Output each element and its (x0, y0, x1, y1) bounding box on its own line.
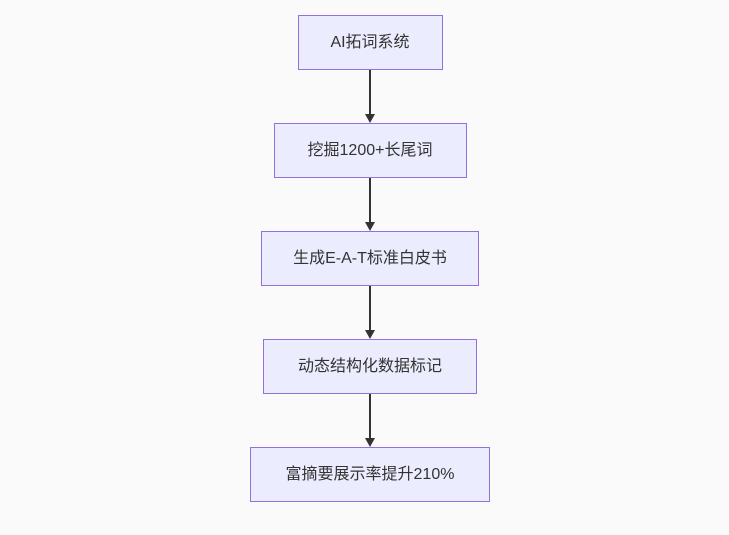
node-label: 生成E-A-T标准白皮书 (293, 249, 447, 267)
node-label: 挖掘1200+长尾词 (307, 141, 433, 159)
node-label: AI拓词系统 (330, 33, 410, 51)
flowchart-node-4: 动态结构化数据标记 (263, 339, 477, 394)
flowchart: AI拓词系统 挖掘1200+长尾词 生成E-A-T标准白皮书 动态结构化数据标记… (11, 0, 729, 502)
flowchart-node-3: 生成E-A-T标准白皮书 (261, 231, 479, 286)
flowchart-node-2: 挖掘1200+长尾词 (273, 123, 467, 178)
flowchart-node-5: 富摘要展示率提升210% (250, 447, 490, 502)
arrow-line (369, 394, 371, 439)
node-label: 动态结构化数据标记 (297, 357, 442, 375)
arrow-line (369, 70, 371, 115)
flowchart-node-1: AI拓词系统 (297, 15, 443, 70)
arrow-down-icon (365, 394, 375, 447)
arrow-head (365, 222, 375, 231)
arrow-down-icon (365, 178, 375, 231)
arrow-line (369, 178, 371, 223)
arrow-head (365, 330, 375, 339)
node-label: 富摘要展示率提升210% (285, 465, 455, 483)
arrow-down-icon (365, 286, 375, 339)
arrow-line (369, 286, 371, 331)
arrow-down-icon (365, 70, 375, 123)
arrow-head (365, 438, 375, 447)
arrow-head (365, 114, 375, 123)
